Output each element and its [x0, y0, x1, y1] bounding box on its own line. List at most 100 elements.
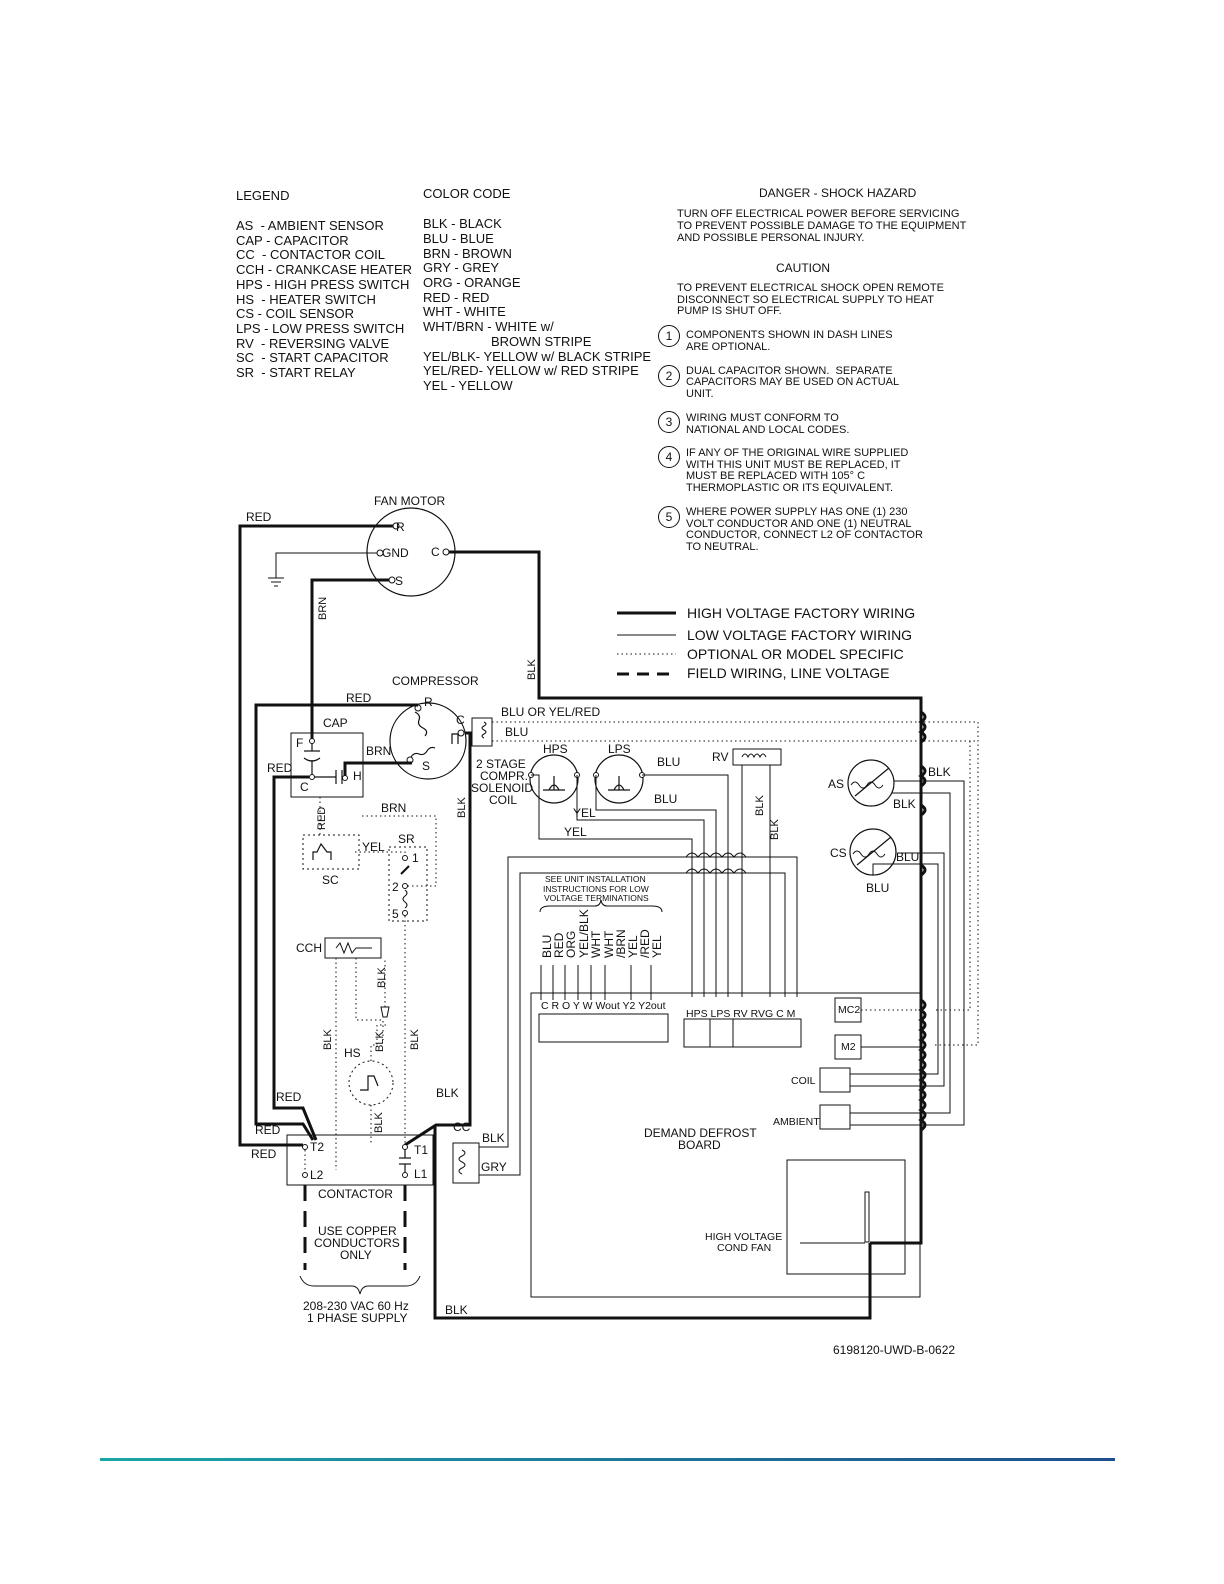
sr-terminal-2: 2 — [392, 880, 399, 894]
legend-item: HS - HEATER SWITCH — [236, 291, 376, 307]
danger-line: TURN OFF ELECTRICAL POWER BEFORE SERVICI… — [677, 208, 960, 220]
m2-label: M2 — [841, 1041, 856, 1053]
note-line: WITH THIS UNIT MUST BE REPLACED, IT — [686, 459, 901, 471]
cap-label: CAP — [323, 716, 348, 730]
rv-label: RV — [712, 750, 728, 764]
wire-label-blk: BLK — [322, 1029, 334, 1050]
cs-label: CS — [830, 846, 847, 860]
line-key-low-voltage: LOW VOLTAGE FACTORY WIRING — [687, 627, 913, 643]
color-code-item: YEL/RED- YELLOW w/ RED STRIPE — [423, 363, 639, 378]
wire-label-blk: BLK — [373, 1112, 385, 1133]
wire-label-brn: BRN — [381, 801, 406, 815]
compressor-terminal-r: R — [424, 695, 433, 709]
legend-item: RV - REVERSING VALVE — [236, 335, 390, 351]
color-code-item: WHT - WHITE — [423, 304, 506, 319]
as-label: AS — [828, 777, 844, 791]
fan-terminal-r: R — [396, 520, 405, 534]
mc2-label: MC2 — [838, 1004, 860, 1016]
tstat-wire: BLU — [540, 935, 554, 958]
wire-label-red: RED — [251, 1147, 277, 1161]
color-code-item: RED - RED — [423, 290, 490, 305]
lps-label: LPS — [608, 742, 631, 756]
legend-item: LPS - LOW PRESS SWITCH — [236, 320, 405, 336]
tstat-wire: YEL — [626, 935, 640, 958]
fan-motor-label: FAN MOTOR — [374, 494, 445, 508]
wire-label-brn: BRN — [317, 597, 329, 620]
color-code-title: COLOR CODE — [423, 186, 511, 201]
color-code-item: ORG - ORANGE — [423, 275, 521, 290]
wire-label-blk: BLK — [769, 819, 781, 840]
hps-label: HPS — [543, 742, 568, 756]
solenoid-label: 2 STAGE — [476, 757, 526, 771]
copper-note: ONLY — [340, 1248, 372, 1262]
tstat-wire: ORG — [564, 931, 578, 958]
coil-label: COIL — [791, 1075, 816, 1087]
caution-line: TO PREVENT ELECTRICAL SHOCK OPEN REMOTE — [677, 282, 944, 294]
wire-label-yel: YEL — [362, 840, 385, 854]
thermostat-terminals: C R O Y W Wout Y2 Y2out — [541, 1000, 666, 1012]
note-line: THERMOPLASTIC OR ITS EQUIVALENT. — [686, 482, 893, 494]
note-line: WHERE POWER SUPPLY HAS ONE (1) 230 — [686, 506, 908, 518]
wire-label-blu: BLU — [654, 792, 677, 806]
wire-label-blu: BLU — [896, 850, 919, 864]
doc-id: 6198120-UWD-B-0622 — [833, 1343, 956, 1357]
note-line: WIRING MUST CONFORM TO — [686, 412, 839, 424]
hs-label: HS — [344, 1046, 361, 1060]
wire-label-blu: BLU — [657, 755, 680, 769]
cap-terminal-h: H — [353, 769, 362, 783]
wire-label-blk: BLK — [436, 1086, 459, 1100]
note-line: IF ANY OF THE ORIGINAL WIRE SUPPLIED — [686, 447, 909, 459]
blu-or-yelred-label: BLU OR YEL/RED — [501, 705, 600, 719]
legend-item: SC - START CAPACITOR — [236, 350, 389, 366]
supply-label: 208-230 VAC 60 Hz — [303, 1299, 409, 1313]
legend-item: HPS - HIGH PRESS SWITCH — [236, 276, 410, 292]
see-unit-note: INSTRUCTIONS FOR LOW — [543, 884, 649, 894]
danger-title: DANGER - SHOCK HAZARD — [759, 186, 917, 200]
sr-label: SR — [398, 832, 415, 846]
color-code-item: BLK - BLACK — [423, 216, 502, 231]
contactor-terminal-l1: L1 — [414, 1167, 428, 1181]
color-code-item: BRN - BROWN — [423, 246, 512, 261]
note-line: CONDUCTOR, CONNECT L2 OF CONTACTOR — [686, 529, 923, 541]
see-unit-note: SEE UNIT INSTALLATION — [545, 874, 646, 884]
danger-line: TO PREVENT POSSIBLE DAMAGE TO THE EQUIPM… — [677, 220, 967, 232]
tstat-wire: YEL/BLK — [577, 909, 591, 958]
legend-item: SR - START RELAY — [236, 365, 356, 380]
solenoid-label: SOLENOID — [471, 781, 533, 795]
wire-label-blu: BLU — [866, 881, 889, 895]
wire-label-red: RED — [316, 807, 328, 830]
see-unit-note: VOLTAGE TERMINATIONS — [544, 893, 649, 903]
compressor-terminal-c: C — [456, 713, 465, 727]
wire-label-yel: YEL — [564, 825, 587, 839]
fan-terminal-c: C — [431, 545, 440, 559]
fan-terminal-gnd: GND — [382, 546, 409, 560]
wire-label-red: RED — [255, 1123, 281, 1137]
sr-terminal-5: 5 — [392, 907, 399, 921]
note-number: 5 — [658, 506, 680, 528]
wire-label-blk: BLK — [526, 659, 538, 680]
legend-item: AS - AMBIENT SENSOR — [236, 218, 384, 233]
color-code-item: BLU - BLUE — [423, 231, 494, 246]
note-number: 1 — [658, 325, 680, 347]
legend-item: CAP - CAPACITOR — [236, 232, 349, 248]
contactor-label: CONTACTOR — [318, 1187, 393, 1201]
sr-terminal-1: 1 — [412, 851, 419, 865]
note-line: TO NEUTRAL. — [686, 541, 759, 553]
ambient-label: AMBIENT — [773, 1116, 820, 1128]
cap-terminal-c: C — [300, 780, 309, 794]
note-line: ARE OPTIONAL. — [686, 341, 771, 353]
note-line: COMPONENTS SHOWN IN DASH LINES — [686, 329, 893, 341]
hv-fan-label: COND FAN — [717, 1242, 771, 1254]
contactor-terminal-t1: T1 — [414, 1143, 428, 1157]
legend-item: CC - CONTACTOR COIL — [236, 247, 386, 263]
wire-label-red: RED — [346, 691, 372, 705]
note-line: VOLT CONDUCTOR AND ONE (1) NEUTRAL — [686, 518, 912, 530]
wire-label-gry: GRY — [481, 1160, 507, 1174]
caution-line: DISCONNECT SO ELECTRICAL SUPPLY TO HEAT — [677, 294, 934, 306]
tstat-wire: RED — [552, 932, 566, 958]
color-code-item: GRY - GREY — [423, 260, 500, 275]
danger-line: AND POSSIBLE PERSONAL INJURY. — [677, 232, 865, 244]
fan-terminal-s: S — [395, 574, 403, 588]
